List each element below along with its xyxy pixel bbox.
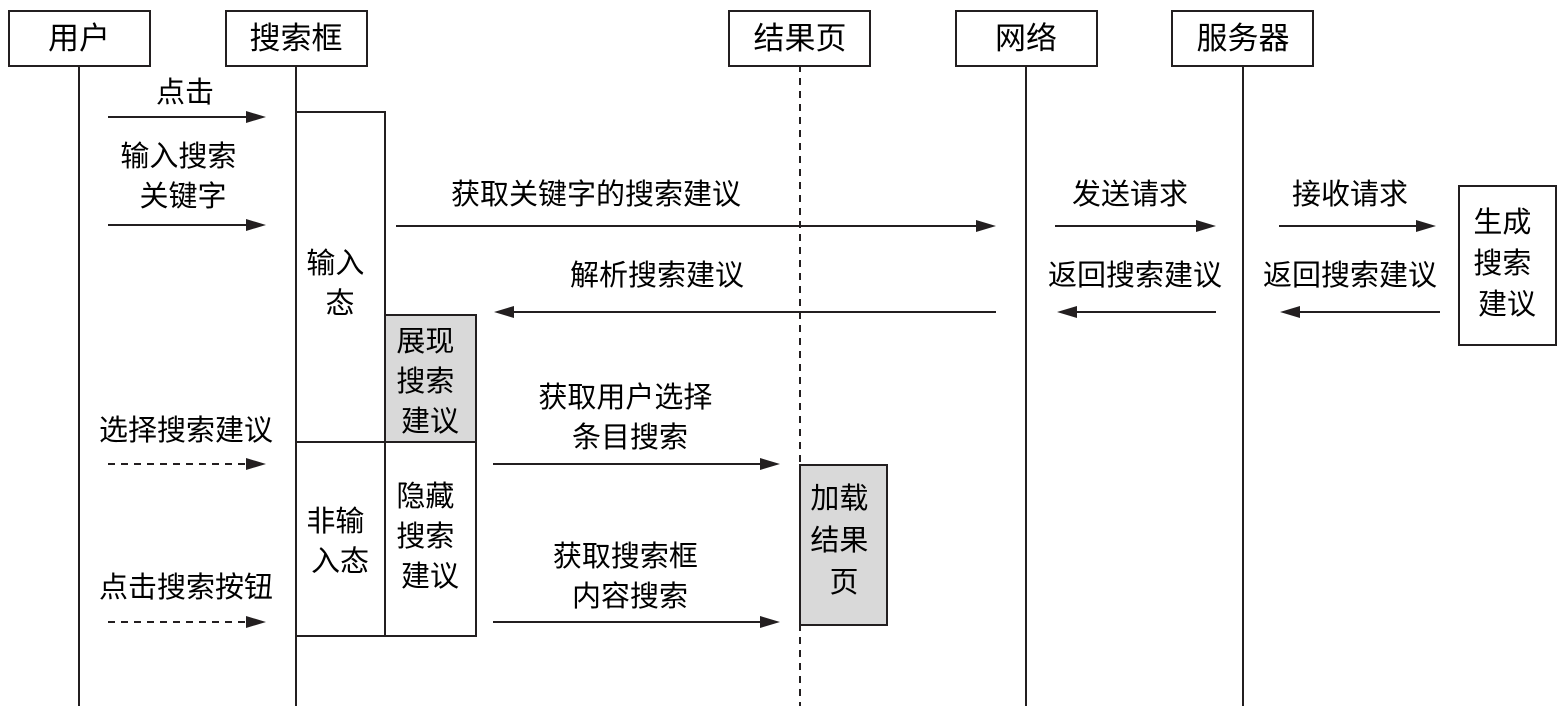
generate-line3: 建议 bbox=[1478, 287, 1536, 321]
generate-line2: 搜索 bbox=[1473, 246, 1531, 280]
show-suggest-text: 展现 搜索 建议 bbox=[396, 324, 463, 438]
generate-suggest-text: 生成 搜索 建议 bbox=[1473, 205, 1540, 321]
message-input-keyword-line2: 关键字 bbox=[139, 179, 226, 213]
message-get-suggest-label: 获取关键字的搜索建议 bbox=[451, 177, 741, 211]
message-click: 点击 bbox=[108, 75, 266, 123]
load-result-text: 加载 结果 页 bbox=[810, 481, 877, 599]
message-select-suggest-label: 选择搜索建议 bbox=[99, 413, 273, 447]
non-input-line1: 非输 bbox=[306, 504, 364, 538]
actor-resultpage: 结果页 bbox=[728, 10, 871, 67]
non-input-state-box: 非输 入态 bbox=[295, 441, 386, 637]
message-get-user-select-line1: 获取用户选择 bbox=[538, 380, 712, 414]
actor-server-label: 服务器 bbox=[1197, 21, 1290, 57]
non-input-line2: 入态 bbox=[311, 544, 369, 578]
input-state-text: 输入 态 bbox=[306, 246, 373, 320]
actor-user-label: 用户 bbox=[48, 21, 110, 57]
message-input-keyword: 输入搜索 关键字 bbox=[108, 139, 266, 231]
message-get-user-select: 获取用户选择 条目搜索 bbox=[493, 380, 780, 470]
input-state-line1: 输入 bbox=[306, 246, 364, 280]
hide-suggest-box: 隐藏 搜索 建议 bbox=[384, 441, 477, 637]
actor-searchbox: 搜索框 bbox=[225, 10, 368, 67]
message-get-box-content-line2: 内容搜索 bbox=[572, 579, 688, 613]
message-parse-suggest-label: 解析搜索建议 bbox=[570, 258, 744, 292]
input-state-box: 输入 态 bbox=[295, 111, 386, 443]
show-suggest-box: 展现 搜索 建议 bbox=[384, 314, 477, 443]
message-click-label: 点击 bbox=[156, 75, 214, 109]
hide-suggest-line2: 搜索 bbox=[396, 519, 454, 553]
show-suggest-line2: 搜索 bbox=[396, 364, 454, 398]
message-input-keyword-line1: 输入搜索 bbox=[120, 139, 236, 173]
input-state-line2: 态 bbox=[325, 286, 354, 320]
message-receive-request: 接收请求 bbox=[1279, 177, 1436, 232]
non-input-state-text: 非输 入态 bbox=[306, 504, 373, 578]
hide-suggest-text: 隐藏 搜索 建议 bbox=[396, 479, 463, 593]
message-send-request-label: 发送请求 bbox=[1072, 177, 1188, 211]
message-select-suggest: 选择搜索建议 bbox=[99, 413, 273, 470]
message-click-search-button: 点击搜索按钮 bbox=[99, 570, 273, 628]
actor-network-label: 网络 bbox=[995, 21, 1057, 57]
message-get-box-content-label: 获取搜索框 内容搜索 bbox=[553, 539, 707, 613]
message-get-user-select-label: 获取用户选择 条目搜索 bbox=[538, 380, 721, 454]
actor-searchbox-label: 搜索框 bbox=[250, 21, 343, 57]
actor-server: 服务器 bbox=[1171, 10, 1314, 67]
message-return-suggest-server: 返回搜索建议 bbox=[1263, 258, 1440, 318]
message-return-suggest-network: 返回搜索建议 bbox=[1048, 258, 1222, 318]
load-result-line1: 加载 bbox=[810, 481, 868, 515]
message-receive-request-label: 接收请求 bbox=[1292, 177, 1408, 211]
hide-suggest-line1: 隐藏 bbox=[396, 479, 454, 513]
message-return-suggest-network-label: 返回搜索建议 bbox=[1048, 258, 1222, 292]
actor-resultpage-label: 结果页 bbox=[754, 21, 847, 57]
message-get-box-content-line1: 获取搜索框 bbox=[553, 539, 698, 573]
message-parse-suggest: 解析搜索建议 bbox=[494, 258, 996, 318]
message-click-search-button-label: 点击搜索按钮 bbox=[99, 570, 273, 604]
show-suggest-line1: 展现 bbox=[396, 324, 454, 358]
load-result-line2: 结果 bbox=[810, 523, 868, 557]
message-return-suggest-server-label: 返回搜索建议 bbox=[1263, 258, 1437, 292]
actor-network: 网络 bbox=[955, 10, 1098, 67]
load-result-box: 加载 结果 页 bbox=[799, 464, 888, 626]
show-suggest-line3: 建议 bbox=[401, 404, 459, 438]
actor-user: 用户 bbox=[8, 10, 151, 67]
message-input-keyword-label: 输入搜索 关键字 bbox=[120, 139, 245, 213]
generate-line1: 生成 bbox=[1473, 205, 1531, 239]
generate-suggest-box: 生成 搜索 建议 bbox=[1458, 185, 1557, 346]
message-get-box-content: 获取搜索框 内容搜索 bbox=[493, 539, 780, 628]
message-get-user-select-line2: 条目搜索 bbox=[572, 420, 688, 454]
message-send-request: 发送请求 bbox=[1055, 177, 1216, 232]
load-result-line3: 页 bbox=[829, 565, 858, 599]
message-get-suggest: 获取关键字的搜索建议 bbox=[396, 177, 996, 232]
hide-suggest-line3: 建议 bbox=[401, 559, 459, 593]
